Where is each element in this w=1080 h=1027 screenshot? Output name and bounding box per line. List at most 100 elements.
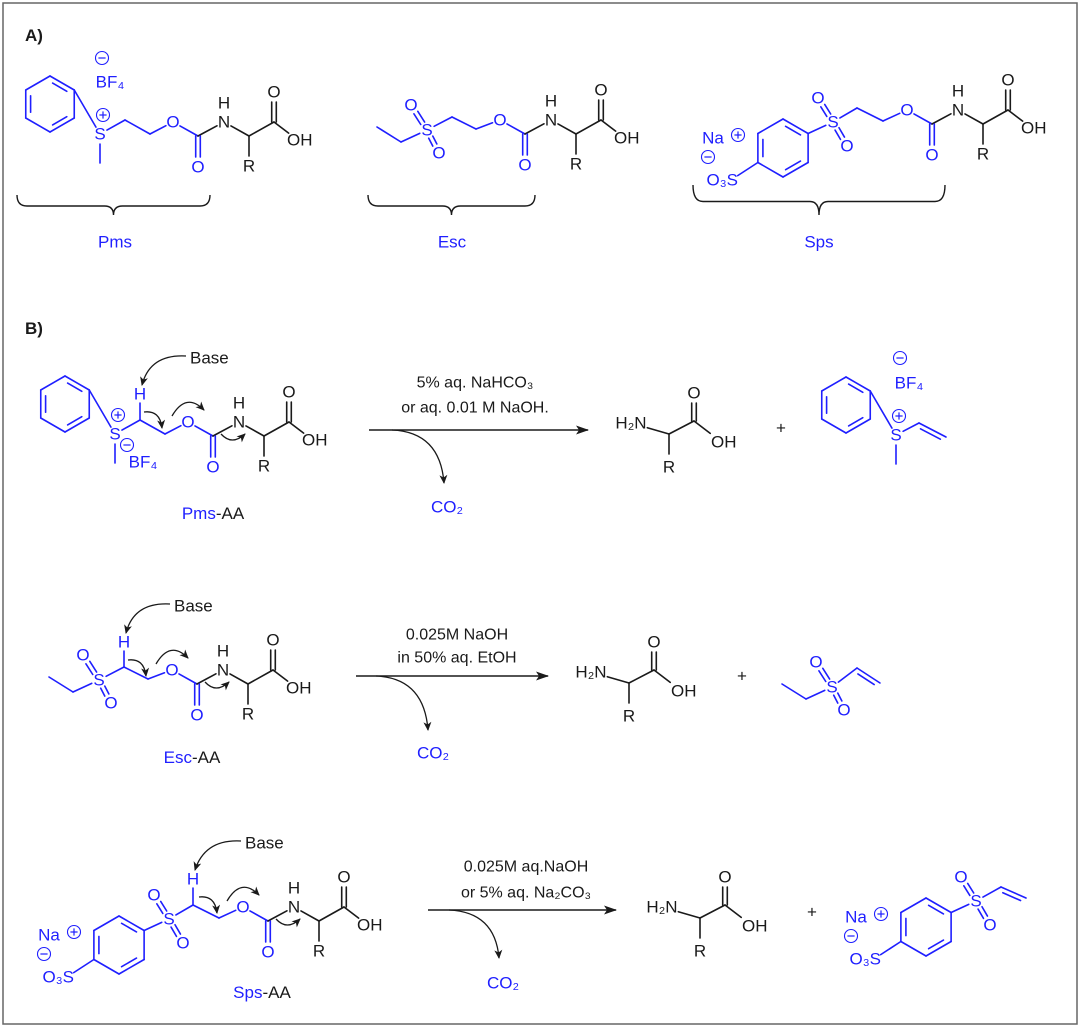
ring-bond: [93, 958, 120, 975]
bond: [196, 672, 217, 685]
ring-double-bond: [927, 904, 945, 915]
bond: [475, 122, 494, 130]
sulfone-oxygen: O: [811, 89, 824, 108]
ester-oxygen: O: [493, 111, 506, 130]
bond: [123, 666, 149, 680]
hydroxyl: OH: [357, 916, 383, 935]
sulfone-sulfur: S: [163, 910, 174, 929]
sodium: Na: [845, 908, 867, 927]
hydroxyl: OH: [742, 917, 768, 936]
tetrafluoroborate: BF₄: [129, 453, 158, 472]
bond: [273, 121, 290, 134]
bond: [197, 124, 218, 137]
bond: [247, 669, 274, 685]
ring-bond: [118, 958, 145, 975]
carbonyl-oxygen: O: [190, 706, 203, 725]
sulfone-oxygen: O: [432, 144, 445, 163]
positive-charge-icon: [110, 407, 126, 423]
sulfone-oxygen: O: [840, 137, 853, 156]
electron-push-arrow-icon: [127, 659, 150, 677]
ring-double-bond: [51, 82, 68, 93]
double-bond: [821, 667, 831, 680]
positive-charge-icon: [66, 924, 82, 940]
bond: [263, 421, 290, 437]
bond: [143, 921, 163, 932]
bond: [677, 910, 701, 919]
acid-carbonyl-oxygen: O: [282, 383, 295, 402]
bond: [879, 940, 902, 956]
acidic-hydrogen: H: [134, 385, 146, 404]
nitrogen: N: [952, 101, 964, 120]
hydroxyl: OH: [287, 131, 313, 150]
hydroxyl: OH: [711, 433, 737, 452]
label-sps-aa: Sps-AA: [233, 983, 291, 1002]
ring-bond: [757, 118, 784, 135]
ring-double-bond: [51, 115, 68, 126]
bond: [121, 419, 141, 431]
reaction-condition: 0.025M NaOH: [406, 627, 508, 644]
ring-bond: [39, 375, 66, 391]
sulfone-sulfur: S: [421, 121, 432, 140]
bond: [192, 904, 220, 919]
double-bond: [159, 900, 168, 912]
bond: [1007, 109, 1024, 122]
bond: [668, 420, 695, 435]
bond: [106, 119, 126, 131]
ring-bond: [64, 375, 91, 391]
negative-charge-icon: [36, 946, 52, 962]
bond: [318, 906, 345, 922]
electron-push-arrow-icon: [226, 886, 260, 902]
ester-oxygen: O: [165, 661, 178, 680]
double-bond: [1002, 891, 1022, 902]
acid-carbonyl-oxygen: O: [594, 81, 607, 100]
ring-bond: [925, 897, 952, 914]
side-chain-r: R: [623, 707, 635, 726]
brace: [367, 194, 536, 216]
bond: [218, 909, 237, 919]
sulfonate-group: O₃S: [850, 950, 882, 969]
bond: [139, 419, 166, 435]
group-label-pms: Pms: [98, 233, 132, 252]
bond: [212, 424, 233, 437]
carbonyl-oxygen: O: [261, 943, 274, 962]
sulfone-oxygen: O: [983, 916, 996, 935]
acid-carbonyl-oxygen: O: [337, 868, 350, 887]
amide-hydrogen: H: [288, 879, 300, 898]
amide-hydrogen: H: [217, 642, 229, 661]
co2-release-arrow-icon: [391, 429, 448, 484]
carbonyl-oxygen: O: [191, 158, 204, 177]
bond: [272, 669, 289, 682]
ester-oxygen: O: [900, 101, 913, 120]
carbonyl-oxygen: O: [206, 458, 219, 477]
double-bond: [823, 103, 832, 115]
nitrogen: N: [233, 413, 245, 432]
double-bond: [416, 110, 426, 123]
bond: [653, 669, 672, 684]
side-chain-r: R: [694, 942, 706, 961]
bond: [164, 424, 182, 435]
group-label-sps: Sps: [804, 233, 833, 252]
bond: [628, 669, 655, 684]
sulfone-oxygen: O: [104, 694, 117, 713]
label-pms-aa: Pms-AA: [182, 504, 245, 523]
double-bond: [413, 113, 422, 126]
sodium: Na: [702, 129, 724, 148]
aa-suffix: -AA: [192, 748, 221, 767]
ring-bond: [820, 376, 847, 392]
negative-charge-icon: [119, 437, 135, 453]
sulfone-oxygen: O: [76, 646, 89, 665]
bond: [124, 119, 151, 135]
aa-suffix: -AA: [216, 504, 245, 523]
electron-push-arrow-icon: [204, 681, 230, 691]
sodium: Na: [38, 926, 60, 945]
bond: [343, 906, 360, 919]
sulfone-sulfur: S: [826, 678, 837, 697]
nitrogen: N: [217, 661, 229, 680]
group-label-esc: Esc: [438, 233, 467, 252]
reaction-condition: 5% aq. NaHCO₃: [417, 375, 534, 392]
double-bond: [856, 667, 881, 684]
ring-bond: [24, 75, 51, 91]
ring-double-bond: [120, 957, 138, 968]
double-bond: [857, 673, 875, 686]
group-prefix: Esc: [164, 748, 193, 767]
